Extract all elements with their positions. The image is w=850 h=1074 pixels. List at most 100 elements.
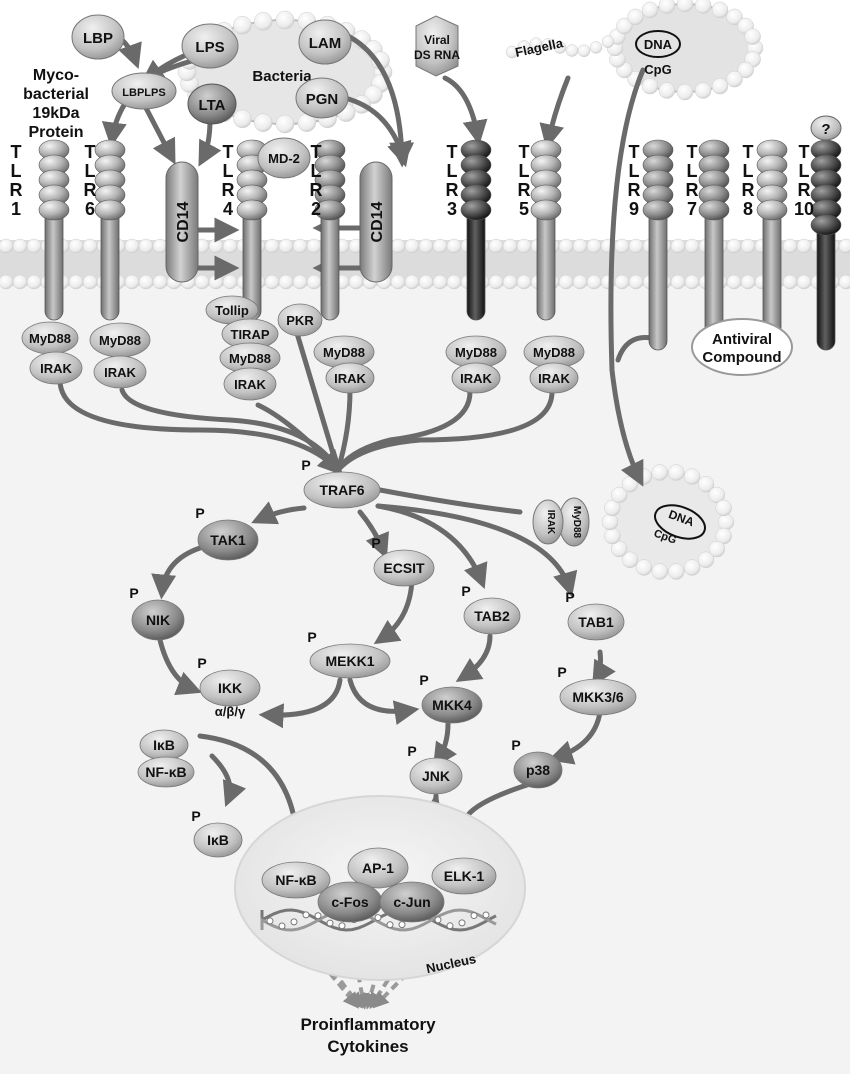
myd88-tlr5: MyD88	[523, 335, 585, 369]
nik-phospho: P	[129, 585, 138, 601]
nfkb-bound-node: NF-κB	[137, 756, 195, 788]
elk1-label: ELK-1	[444, 868, 485, 884]
ikk-label: IKK	[218, 680, 242, 696]
irak-tlr3: IRAK	[451, 362, 501, 394]
viral-line-1: Viral	[424, 33, 450, 47]
irak-tlr6-label: IRAK	[104, 365, 136, 380]
ligand-pgn: PGN	[295, 77, 349, 119]
ecsit-label: ECSIT	[383, 560, 425, 576]
tollip: Tollip	[205, 295, 259, 325]
tlr9-letter: T	[629, 142, 640, 162]
tlr3-letter: R	[446, 180, 459, 200]
tab2-phospho: P	[461, 583, 470, 599]
elk1-node: ELK-1	[431, 857, 497, 895]
jnk-phospho: P	[407, 743, 416, 759]
tlr-receptors: TLR1TLR6TLR4TLR2TLR3TLR5TLR9TLR7TLR8TLR1…	[10, 115, 842, 351]
pgn-label: PGN	[306, 91, 339, 108]
ikb-bound-label: IκB	[153, 737, 175, 753]
unknown-ligand-label: ?	[821, 121, 830, 138]
tlr4-letter: 4	[223, 199, 233, 219]
p38-phospho: P	[511, 737, 520, 753]
tak1-label: TAK1	[210, 532, 246, 548]
ikk-phospho: P	[197, 655, 206, 671]
tab1-phospho: P	[565, 589, 574, 605]
bacteria-label: Bacteria	[252, 68, 312, 85]
myd88-tlr3-label: MyD88	[455, 345, 497, 360]
tlr3-letter: L	[447, 161, 458, 181]
tlr10-letter: L	[799, 161, 810, 181]
nfkb-nuclear-label: NF-κB	[275, 872, 316, 888]
lbp-label: LBP	[83, 30, 113, 47]
ikk-node: IKK P	[197, 655, 261, 707]
tlr10-letter: T	[799, 142, 810, 162]
irak-tlr4-label: IRAK	[234, 377, 266, 392]
tlr5-letter: R	[518, 180, 531, 200]
myd88-tlr2-label: MyD88	[323, 345, 365, 360]
lbp-lps-label: LBPLPS	[122, 87, 165, 99]
myd88-tlr4: MyD88	[219, 342, 281, 374]
ligand-lta: LTA	[187, 83, 237, 125]
myd88-tlr1: MyD88	[21, 321, 79, 355]
irak-tlr1-label: IRAK	[40, 361, 72, 376]
cpg-dna-vesicle	[606, 0, 764, 101]
tlr2-letter: 2	[311, 199, 321, 219]
endosome-myd88-label: MyD88	[571, 506, 582, 539]
tlr9-letter: 9	[629, 199, 639, 219]
md2-node	[257, 137, 311, 179]
endosome-irak: IRAK	[532, 499, 564, 545]
irak-tlr2-label: IRAK	[334, 371, 366, 386]
irak-tlr4: IRAK	[223, 367, 277, 401]
tlr1-letter: T	[11, 142, 22, 162]
ikb-free-node: IκB P	[191, 808, 243, 858]
cd14-left-label: CD14	[175, 201, 192, 242]
cfos-node: c-Fos	[317, 881, 383, 923]
tlr4-letter: R	[222, 180, 235, 200]
myco-bacterial-label: Myco- bacterial 19kDa Protein	[23, 67, 89, 141]
myco-line-2: bacterial	[23, 86, 89, 103]
jnk-label: JNK	[422, 768, 450, 784]
flagella-chain	[505, 35, 615, 59]
tlr8-letter: 8	[743, 199, 753, 219]
irak-tlr2: IRAK	[325, 362, 375, 394]
tab2-label: TAB2	[474, 608, 510, 624]
ligand-viral-dsrna: Viral DS RNA	[414, 15, 460, 77]
mkk36-label: MKK3/6	[572, 689, 624, 705]
tlr6-letter: 6	[85, 199, 95, 219]
ikb-free-phospho: P	[191, 808, 200, 824]
tlr8-letter: R	[742, 180, 755, 200]
ligand-lps: LPS	[181, 23, 239, 69]
traf6-phospho: P	[301, 457, 310, 473]
tlr6-letter: L	[85, 161, 96, 181]
myd88-tlr5-label: MyD88	[533, 345, 575, 360]
ikb-bound-node: IκB	[139, 729, 189, 761]
myd88-tlr4-label: MyD88	[229, 351, 271, 366]
receptor-tlr2	[314, 139, 346, 321]
receptor-tlr10	[810, 139, 842, 351]
nik-label: NIK	[146, 612, 170, 628]
irak-tlr6: IRAK	[93, 355, 147, 389]
mkk36-node: MKK3/6 P	[557, 664, 637, 716]
myd88-tlr6: MyD88	[89, 322, 151, 358]
lam-label: LAM	[309, 35, 342, 52]
mkk36-phospho: P	[557, 664, 566, 680]
viral-line-2: DS RNA	[414, 48, 460, 62]
ligand-lbp-lps: LBPLPS	[111, 72, 177, 110]
pkr: PKR	[277, 303, 323, 337]
tlr4-letter: T	[223, 142, 234, 162]
ikb-free-label: IκB	[207, 832, 229, 848]
tlr10-letter: R	[798, 180, 811, 200]
cd14-right: CD14	[359, 161, 393, 283]
mekk1-phospho: P	[307, 629, 316, 645]
signal-arrows	[57, 27, 663, 870]
tlr10-letter: 10	[794, 199, 814, 219]
